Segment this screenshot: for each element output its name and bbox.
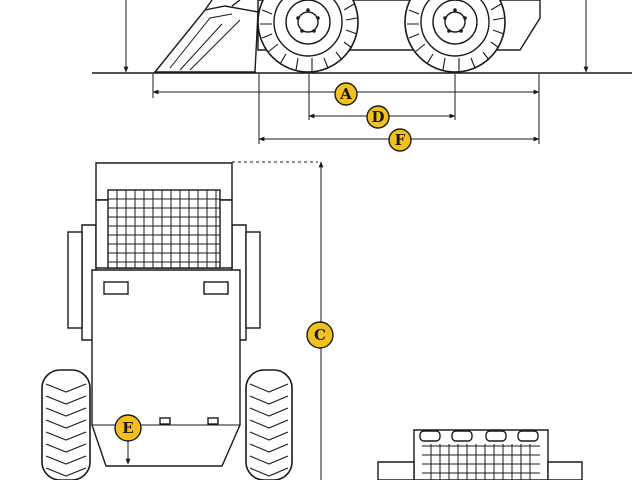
rear-right-arm xyxy=(547,461,583,480)
front-view: C E xyxy=(41,161,334,480)
side-wheel-rear xyxy=(257,0,359,73)
side-view: A D F xyxy=(92,0,632,152)
side-wheel-front xyxy=(404,0,506,73)
front-bucket xyxy=(91,269,241,467)
svg-text:D: D xyxy=(371,108,384,126)
bucket-ribs xyxy=(169,13,241,71)
front-tire-left xyxy=(41,369,91,480)
badge-f: F xyxy=(388,128,412,152)
rear-left-arm xyxy=(377,461,415,480)
rear-bucket-view xyxy=(377,429,583,480)
badge-c: C xyxy=(306,321,334,349)
badge-d: D xyxy=(366,105,390,129)
badge-a: A xyxy=(334,82,358,106)
svg-text:E: E xyxy=(122,419,133,437)
cab-grille xyxy=(107,189,221,269)
right-light xyxy=(203,281,229,295)
right-fender xyxy=(245,231,261,329)
left-light xyxy=(103,281,129,295)
rear-bucket-slots xyxy=(419,430,539,442)
left-fender xyxy=(67,231,83,329)
side-bucket xyxy=(153,5,259,73)
front-tire-right xyxy=(245,369,293,480)
rear-bucket-grille xyxy=(422,444,540,480)
badge-e: E xyxy=(114,414,142,442)
svg-text:A: A xyxy=(339,85,352,103)
svg-text:F: F xyxy=(395,131,406,149)
bucket-arm xyxy=(204,0,241,11)
svg-text:C: C xyxy=(314,326,326,344)
